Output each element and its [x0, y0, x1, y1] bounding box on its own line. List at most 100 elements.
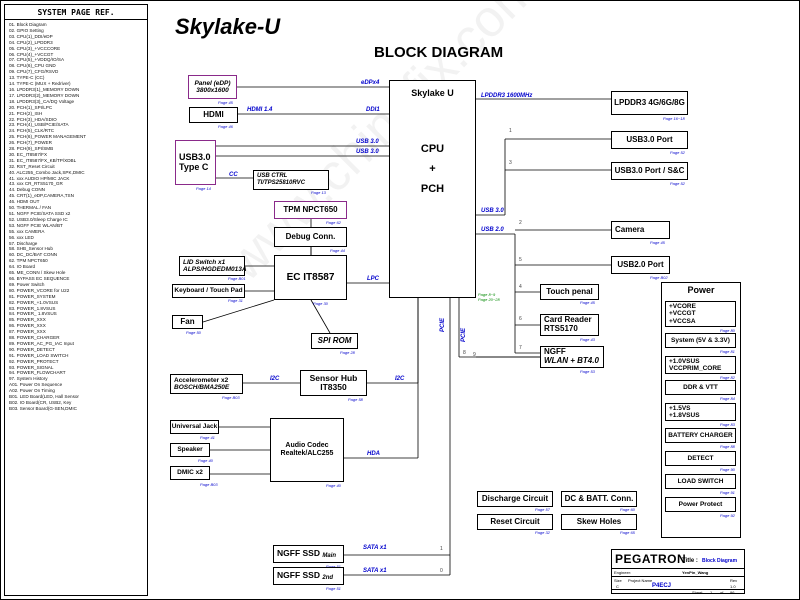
- speaker-ref: Page 40: [198, 458, 213, 463]
- sidebar-entry: 44. Debug CONN: [9, 187, 46, 193]
- sidebar-entry: 31. EC_IT8587/FX_KB/TP/XDBL: [9, 157, 77, 163]
- engineer-value: YenPin_Wang: [682, 570, 709, 575]
- lid-switch-ref: Page B01: [228, 276, 246, 281]
- signal-ddi1: DDI1: [366, 107, 380, 113]
- signal-hda: HDA: [367, 451, 380, 457]
- usb-ctrl-ref: Page 13: [311, 190, 326, 195]
- rev-label: Rev: [730, 578, 738, 583]
- ngff-ssd-main-block: NGFF SSD Main: [273, 545, 344, 563]
- sidebar-entry: 58. SHB_Sensor Hub: [9, 246, 53, 252]
- sidebar-entry: 92. POWER_PROTECT: [9, 358, 59, 364]
- power-load-switch-block: LOAD SWITCH: [665, 474, 736, 489]
- cpu-label: CPU: [420, 142, 445, 155]
- sidebar-entry: 60. DC_DC/BAT CONN: [9, 252, 58, 258]
- sidebar-entry: 93. POWER_SIGNAL: [9, 364, 54, 370]
- sidebar-entry: 04. CPU(2)_LPDDR3: [9, 39, 53, 45]
- speaker-block: Speaker: [170, 443, 210, 457]
- universal-jack-ref: Page 41: [200, 435, 215, 440]
- port-num: 0: [440, 568, 443, 574]
- sidebar-entry: B01. LED Board(LED, Hall Sensor: [9, 394, 79, 400]
- port-num: 3: [509, 160, 512, 166]
- sidebar-entry: 07. CPU(5)_+VDDQ/IO/SA: [9, 57, 65, 63]
- sidebar-entry: 88. POWER_CHARGER: [9, 335, 60, 341]
- usb30-port-sc-ref: Page 52: [670, 181, 685, 186]
- usb30-typec-ref: Page 14: [196, 186, 211, 191]
- signal-edpx4: eDPx4: [361, 80, 380, 86]
- sidebar-entry: 25. PCH(6)_POWER MANAGEMENT: [9, 134, 87, 140]
- sidebar-entry: 57. Discharge: [9, 240, 38, 246]
- sidebar-entry: 32. RST_Reset Circuit: [9, 163, 55, 169]
- sidebar-entry: A02. Power On Timing: [9, 388, 55, 394]
- power-ddr-vtt-block: DDR & VTT: [665, 380, 736, 395]
- sidebar-entry: 50. THERMAL / FAN: [9, 205, 52, 211]
- sidebar-entry: 53. NGFF PCIE WLAN/BT: [9, 222, 63, 228]
- signal-usb20-right: USB 2.0: [481, 227, 504, 233]
- skew-holes-block: Skew Holes: [561, 514, 637, 530]
- port-num: 1: [440, 546, 443, 552]
- engineer-label: Engineer:: [614, 570, 632, 575]
- sidebar-entry: 08. CPU(6)_CPU GND: [9, 63, 56, 69]
- sidebar-entry: 66. BYPASS EC SEQUENCE: [9, 275, 70, 281]
- sidebar-entry: 87. POWER_XXX: [9, 329, 46, 335]
- sidebar-entry: 56. xxx LED: [9, 234, 34, 240]
- spi-rom-ref: Page 28: [340, 350, 355, 355]
- power-system-block: System (5V & 3.3V): [665, 333, 736, 348]
- port-num: 1: [509, 128, 512, 134]
- sidebar-entry: 62. TPM NPCT650: [9, 258, 48, 264]
- sheet-label: Sheet: [692, 590, 703, 595]
- signal-lpddr3-bus: LPDDR3 1600MHz: [481, 93, 533, 99]
- title-label: Title :: [682, 558, 698, 564]
- signal-i2c-b: I2C: [395, 376, 405, 382]
- dc-batt-conn-block: DC & BATT. Conn.: [561, 491, 637, 507]
- ngff-ssd-2nd-ref: Page 51: [326, 586, 341, 591]
- hdmi-block: HDMI: [189, 107, 238, 123]
- power-detect-block: DETECT: [665, 451, 736, 466]
- power-charger-ref: Page 88: [720, 444, 735, 449]
- touch-panel-block: Touch penal: [540, 284, 599, 300]
- sidebar-entry: 91. POWER_LOAD SWITCH: [9, 352, 69, 358]
- signal-usb30-a: USB 3.0: [356, 139, 379, 145]
- sidebar-entry: B03. Sensor Board(G-SEN,DMIC: [9, 405, 77, 411]
- cpu-pages-ref: Page 8~9 Page 20~28: [478, 292, 500, 302]
- debug-conn-ref: Page 44: [330, 248, 345, 253]
- sidebar-entry: 84. POWER_ 1.8VSUS: [9, 311, 57, 317]
- port-num: 7: [519, 345, 522, 351]
- title-block: PEGATRON Title : Block Diagram Engineer:…: [611, 549, 745, 595]
- port-num: 9: [473, 352, 476, 358]
- audio-codec-ref: Page 40: [326, 483, 341, 488]
- power-detect-ref: Page 90: [720, 467, 735, 472]
- sidebar-entry: 90. POWER_DETECT: [9, 346, 55, 352]
- sidebar-entry: 85. POWER_XXX: [9, 317, 46, 323]
- touch-panel-ref: Page 45: [580, 300, 595, 305]
- ngff-ssd-2nd-block: NGFF SSD 2nd: [273, 567, 344, 585]
- spi-rom-block: SPI ROM: [311, 333, 358, 349]
- keyboard-ref: Page 31: [228, 298, 243, 303]
- of-value: 96: [730, 590, 735, 595]
- tpm-block: TPM NPCT650: [274, 201, 347, 219]
- signal-pcie-1: PCIE: [440, 317, 446, 332]
- size-label: Size: [614, 578, 622, 583]
- power-ddr-vtt-ref: Page 84: [720, 396, 735, 401]
- signal-sata-1: SATA x1: [363, 545, 387, 551]
- of-label: of: [720, 590, 724, 595]
- signal-i2c-a: I2C: [270, 376, 280, 382]
- sidebar-entry: 30. EC_IT8587/FX: [9, 151, 48, 157]
- card-reader-ref: Page 43: [580, 337, 595, 342]
- signal-hdmi14: HDMI 1.4: [247, 107, 273, 113]
- ngff-ssd-main-ref: Page 51: [326, 564, 341, 569]
- port-num: 5: [519, 257, 522, 263]
- power-protect-block: Power Protect: [665, 497, 736, 512]
- sidebar-entry: 20. PCH(1)_SPI/LPC: [9, 104, 53, 110]
- sidebar-entry: 21. PCH(2)_ISH: [9, 110, 43, 116]
- sidebar-entry: 40. ALC255_Combo Jack,SPK,DMIC: [9, 169, 85, 175]
- usb20-port-ref: Page B02: [650, 275, 668, 280]
- signal-pcie-2: PCIE: [461, 327, 467, 342]
- sidebar-entry: 43. xxx CR_RTS5170_GR: [9, 181, 63, 187]
- sidebar-entry: 45. CRT(1)_eDP,CAMERA,TSN: [9, 193, 74, 199]
- sidebar-entry: 05. CPU(3)_+VCCCORE: [9, 45, 61, 51]
